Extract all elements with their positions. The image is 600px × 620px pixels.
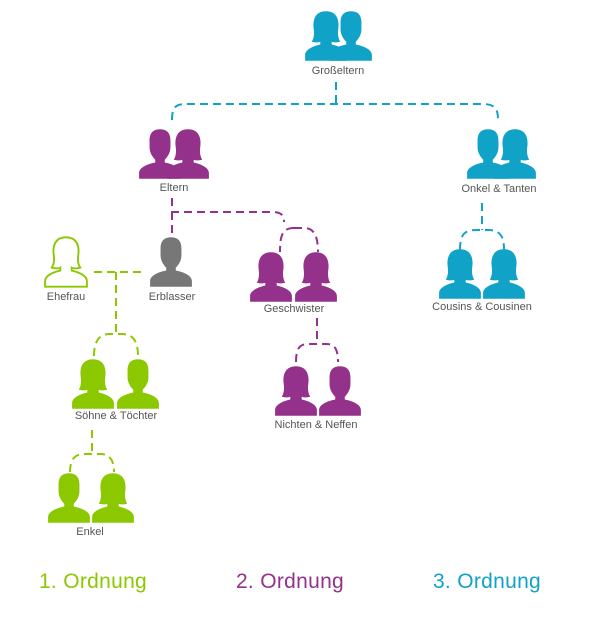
label-onkel-tanten: Onkel & Tanten [461, 183, 536, 195]
connector-soehne [93, 333, 139, 357]
node-enkel: Enkel [48, 473, 134, 538]
label-nichten-neffen: Nichten & Neffen [275, 419, 358, 431]
connector-onkel-cousins [459, 203, 505, 251]
node-eltern: Eltern [139, 129, 209, 194]
ehefrau-outline-icon [44, 236, 88, 288]
legend-order-2: 2. Ordnung [236, 570, 344, 593]
node-cousins: Cousins & Cousinen [432, 249, 532, 313]
connector-geschwister [279, 227, 319, 253]
cousins-icon [439, 249, 525, 299]
node-soehne-toechter: Söhne & Töchter [72, 359, 159, 422]
connector-eltern [171, 198, 285, 238]
label-erblasser: Erblasser [149, 291, 196, 303]
node-nichten-neffen: Nichten & Neffen [275, 366, 361, 431]
label-eltern: Eltern [160, 182, 189, 194]
connector-ehe [94, 271, 146, 334]
connector-grosseltern [171, 82, 499, 121]
node-ehefrau: Ehefrau [44, 236, 88, 303]
label-soehne-toechter: Söhne & Töchter [75, 410, 158, 422]
label-geschwister: Geschwister [264, 303, 325, 315]
soehne-toechter-icon [72, 359, 159, 409]
label-ehefrau: Ehefrau [47, 291, 86, 303]
legend-order-1: 1. Ordnung [39, 570, 147, 593]
node-erblasser: Erblasser [149, 237, 196, 303]
onkel-tanten-icon [467, 129, 536, 179]
eltern-icon [139, 129, 209, 179]
connector-geschwister-nichten [295, 318, 339, 363]
node-geschwister: Geschwister [250, 252, 337, 315]
geschwister-icon [250, 252, 337, 302]
grosseltern-icon [305, 11, 372, 61]
node-onkel-tanten: Onkel & Tanten [461, 129, 537, 195]
node-grosseltern: Großeltern [305, 11, 372, 77]
erblasser-icon [150, 237, 192, 287]
connector-soehne-enkel [69, 430, 115, 473]
label-grosseltern: Großeltern [312, 65, 365, 77]
enkel-icon [48, 473, 134, 523]
label-cousins: Cousins & Cousinen [432, 301, 532, 313]
legend-order-3: 3. Ordnung [433, 570, 541, 593]
connectors [69, 82, 505, 473]
label-enkel: Enkel [76, 526, 104, 538]
legend: 1. Ordnung 2. Ordnung 3. Ordnung [39, 570, 541, 593]
nichten-neffen-icon [275, 366, 361, 416]
